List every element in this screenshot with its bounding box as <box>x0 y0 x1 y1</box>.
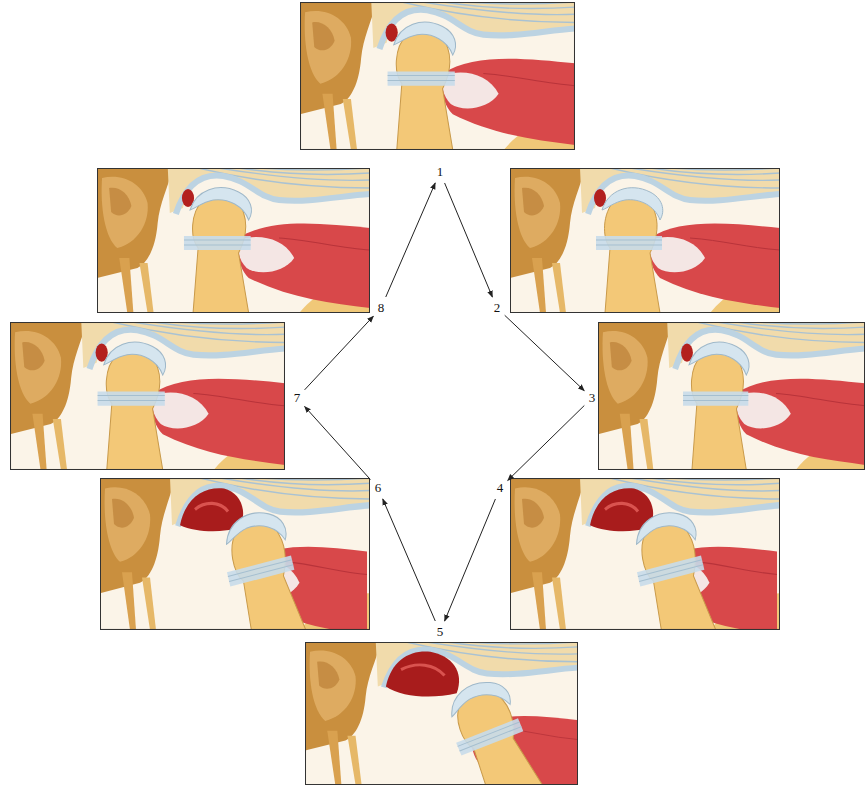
step-number: 5 <box>434 623 447 641</box>
cycle-arrow <box>445 499 496 621</box>
cycle-arrow <box>445 183 493 297</box>
joint-panel <box>100 478 370 651</box>
step-number: 8 <box>375 299 388 317</box>
step-number: 7 <box>291 389 304 407</box>
step-number: 2 <box>491 299 504 317</box>
joint-panel <box>10 322 285 470</box>
joint-panel <box>97 168 370 313</box>
callout-number: 4 <box>497 481 504 495</box>
step-number: 1 <box>434 163 447 181</box>
callout-number: 3 <box>589 391 596 405</box>
step-number: 4 <box>494 479 507 497</box>
cycle-arrow <box>505 315 585 390</box>
callout-number: 8 <box>378 301 385 315</box>
cycle-arrow <box>305 316 374 390</box>
callout-number: 1 <box>437 165 444 179</box>
cycle-arrow <box>508 406 585 481</box>
step-number: 3 <box>586 389 599 407</box>
cycle-arrow <box>386 183 435 297</box>
joint-panel <box>300 2 575 150</box>
cycle-arrow <box>383 499 436 621</box>
step-number: 6 <box>372 479 385 497</box>
joint-panel <box>598 322 865 470</box>
joint-panel <box>510 478 780 651</box>
callout-number: 6 <box>375 481 382 495</box>
callout-number: 7 <box>294 391 301 405</box>
joint-panel <box>305 642 578 787</box>
callout-number: 5 <box>437 625 444 639</box>
callout-number: 2 <box>494 301 501 315</box>
joint-panel <box>510 168 780 313</box>
cycle-arrow <box>305 406 371 479</box>
